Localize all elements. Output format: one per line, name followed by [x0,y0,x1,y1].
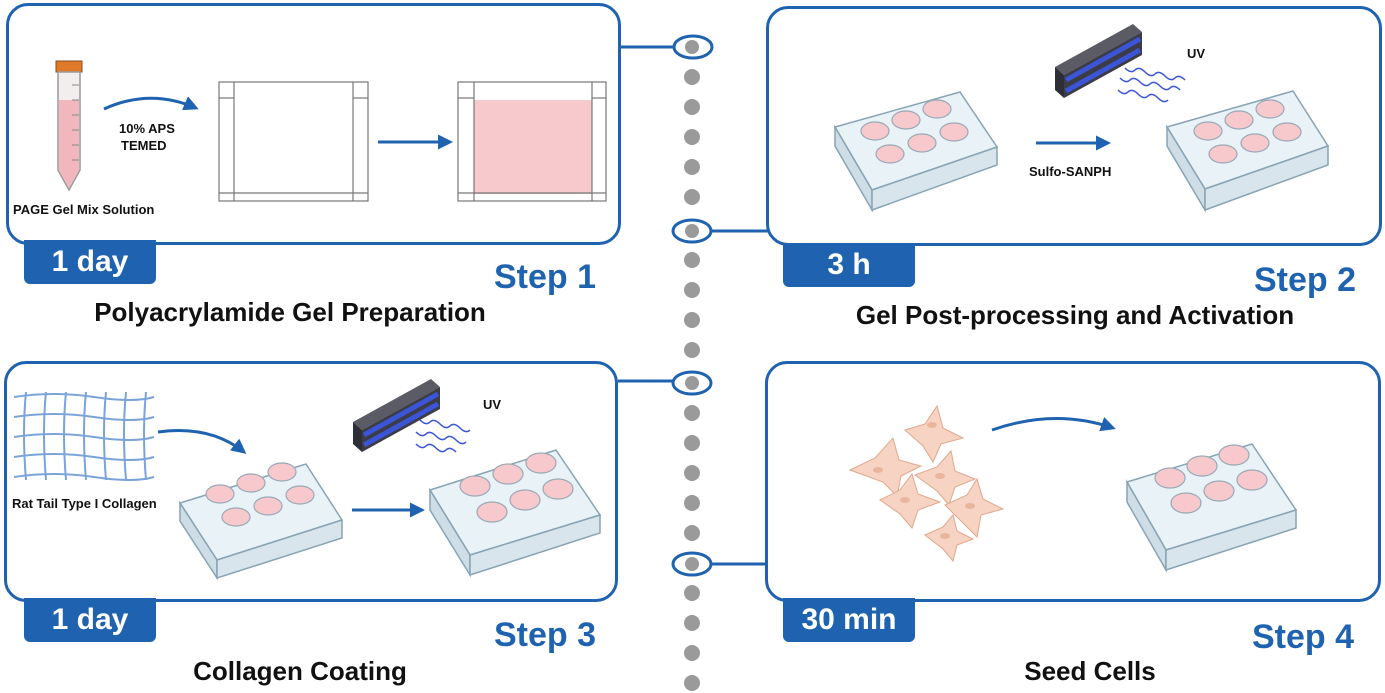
uv-lamp-icon [1055,24,1142,98]
curved-arrow-step3 [157,429,247,454]
step-number: Step 1 [494,258,597,296]
well-plate-icon [833,91,999,213]
step-title: Seed Cells [1024,656,1156,686]
duration-badge: 1 day [24,240,156,284]
collagen-mesh-icon [13,391,155,481]
filled-gel-cassette-icon [457,81,607,202]
timeline [618,34,768,691]
curved-arrow-step4 [991,417,1116,432]
curved-arrow-step1 [103,96,199,111]
uv-label: UV [1187,46,1206,61]
uv-label: UV [483,397,502,412]
cells-icon [848,404,1005,563]
timeline-dots [684,69,700,691]
well-plate-icon [1125,443,1298,573]
step-number: Step 3 [494,616,597,654]
well-plate-icon [178,462,344,581]
step-number: Step 2 [1254,261,1357,299]
step-title: Collagen Coating [193,656,407,686]
duration-badge: 3 h [783,243,915,287]
timeline-nodes [618,34,768,577]
tube-label: PAGE Gel Mix Solution [13,202,155,217]
uv-rays-icon [1117,67,1186,103]
well-plate-icon [1165,90,1330,213]
empty-gel-cassette-icon [218,81,369,202]
sulfo-sanph-label: Sulfo-SANPH [1029,164,1112,179]
step-number: Step 4 [1252,618,1355,656]
collagen-label: Rat Tail Type I Collagen [12,496,157,511]
reagent-label-aps: 10% APS [119,121,175,136]
step4-panel [765,361,1381,602]
uv-lamp-icon [353,379,440,452]
duration-badge: 1 day [24,598,156,642]
duration-badge: 30 min [783,598,915,642]
step-title: Gel Post-processing and Activation [855,300,1295,330]
step-title: Polyacrylamide Gel Preparation [94,297,486,327]
falcon-tube-icon [55,60,83,192]
well-plate-icon [428,449,602,578]
reagent-label-temed: TEMED [121,138,167,153]
uv-rays-icon [415,419,471,453]
